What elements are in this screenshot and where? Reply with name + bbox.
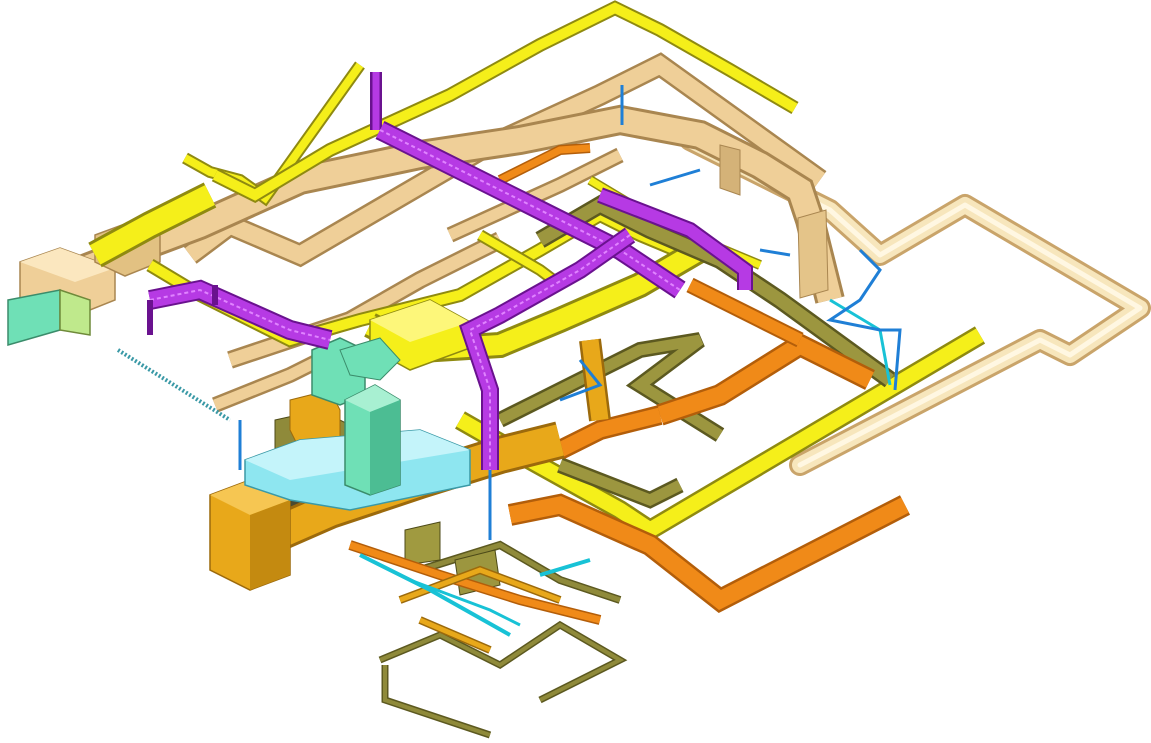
- blue-pipe-system: [238, 85, 902, 540]
- light-yellow-pipe-loop: [679, 129, 1151, 476]
- teal-fan-unit: [7, 288, 91, 346]
- orange-duct-system: [348, 143, 911, 625]
- teal-equipment-tower: [311, 337, 401, 496]
- yellow-plenum-box: [369, 299, 471, 371]
- purple-pipe-bundle: [147, 72, 753, 470]
- olive-duct-system: [378, 194, 896, 739]
